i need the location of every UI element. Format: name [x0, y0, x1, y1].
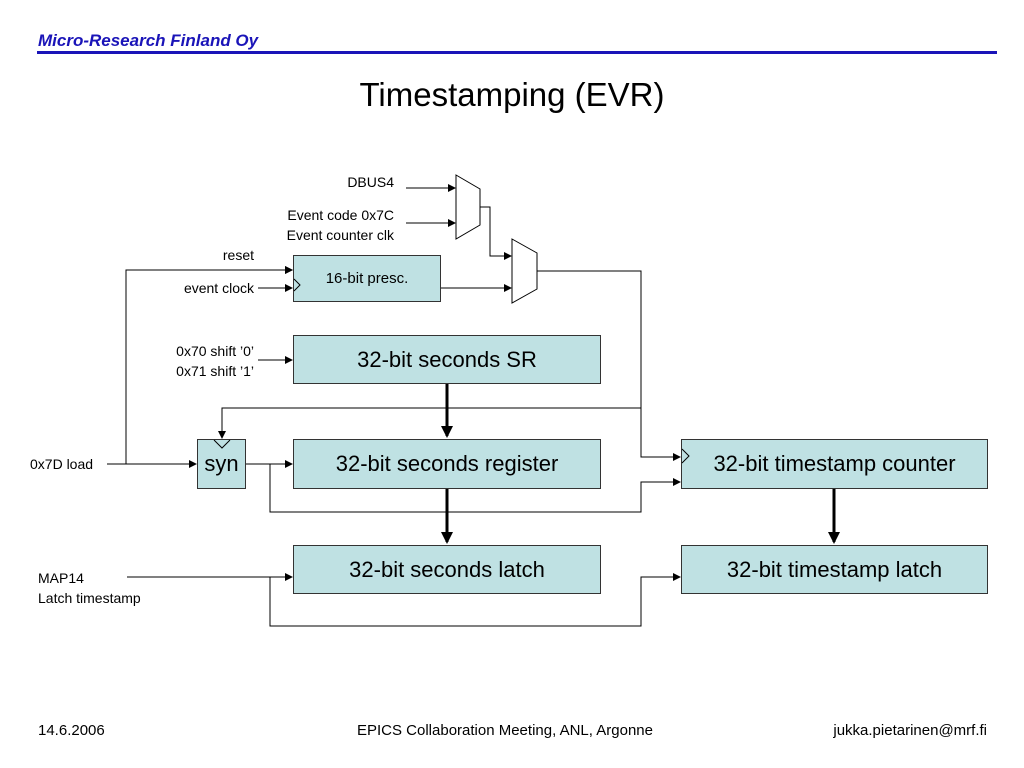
event-counter-clk-label: Event counter clk [286, 227, 394, 243]
event-clock-label: event clock [183, 280, 254, 296]
event-code-label: Event code 0x7C [287, 207, 394, 223]
mux-lower [511, 238, 538, 304]
header-rule [37, 51, 997, 54]
map14-label: MAP14 [38, 570, 84, 586]
mux-upper [455, 174, 481, 240]
seconds-shift-register-block: 32-bit seconds SR [293, 335, 601, 384]
footer-email: jukka.pietarinen@mrf.fi [833, 722, 987, 739]
shift0-label: 0x70 shift ’0’ [176, 343, 254, 359]
shift1-label: 0x71 shift ’1’ [176, 363, 254, 379]
footer-date: 14.6.2006 [38, 722, 105, 739]
load-label: 0x7D load [30, 456, 94, 472]
timestamp-latch-block: 32-bit timestamp latch [681, 545, 988, 594]
footer-meeting: EPICS Collaboration Meeting, ANL, Argonn… [356, 722, 653, 739]
slide-title: Timestamping (EVR) [359, 76, 665, 113]
dbus4-label: DBUS4 [347, 174, 394, 190]
reset-label: reset [222, 247, 254, 263]
company-name: Micro-Research Finland Oy [38, 31, 259, 50]
timestamp-counter-block: 32-bit timestamp counter [681, 439, 988, 489]
seconds-latch-block: 32-bit seconds latch [293, 545, 601, 594]
seconds-register-block: 32-bit seconds register [293, 439, 601, 489]
prescaler-block: 16-bit presc. [293, 255, 441, 302]
latch-timestamp-label: Latch timestamp [38, 590, 141, 606]
